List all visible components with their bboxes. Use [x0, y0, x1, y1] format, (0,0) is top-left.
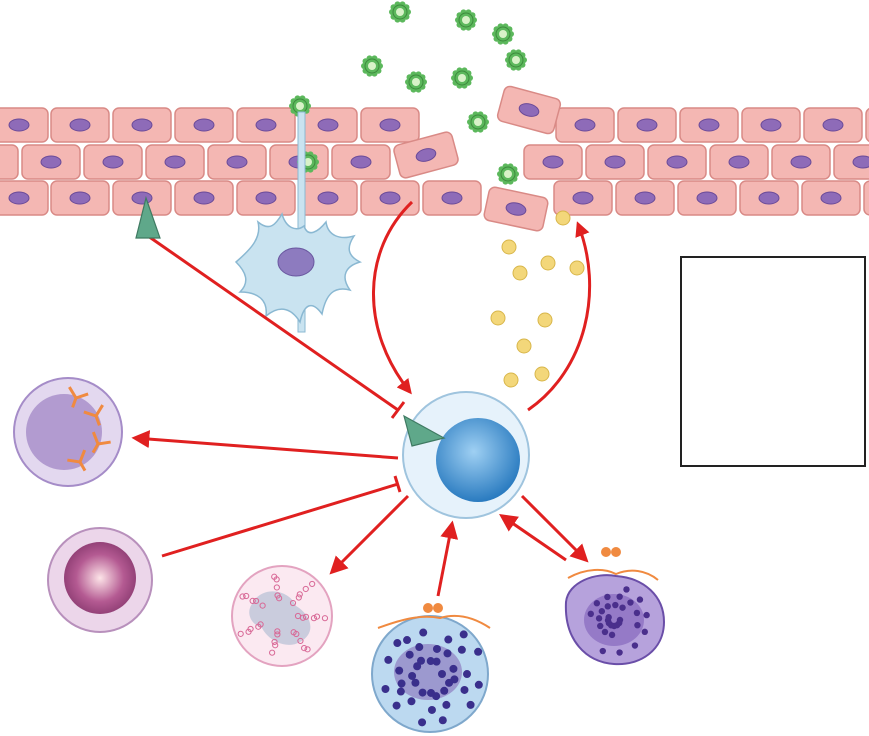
epithelial-cell-icon [615, 180, 675, 216]
epithelial-cell-icon [0, 107, 49, 143]
epithelial-cell-icon [112, 107, 172, 143]
epithelial-cell-icon [50, 180, 110, 216]
epithelial-cell-icon [483, 186, 549, 232]
epithelial-cell-icon [145, 144, 205, 180]
epithelial-cell-icon [360, 180, 420, 216]
receptor-triangle-icon [135, 195, 161, 239]
epithelial-cell-icon [174, 180, 234, 216]
epithelial-cell-icon [496, 85, 562, 135]
epithelial-cell-icon [739, 180, 799, 216]
epithelial-cell-icon [585, 144, 645, 180]
antigen-particle-icon [405, 71, 427, 93]
antigen-particle-icon [361, 55, 383, 77]
epithelial-cell-icon [331, 144, 391, 180]
antigen-particle-icon [389, 1, 411, 23]
epithelial-cell-icon [236, 107, 296, 143]
epithelial-cell-icon [679, 107, 739, 143]
epithelial-cell-icon [617, 107, 677, 143]
antibody-icon [83, 404, 104, 426]
cytokine-dot-icon [516, 338, 532, 354]
mast-cell-icon [564, 547, 666, 666]
epithelial-cell-icon [422, 180, 482, 216]
arrow-tcell-to-neutrophil [329, 494, 410, 575]
legend-text [682, 258, 864, 274]
antigen-particle-icon [467, 111, 489, 133]
antigen-particle-icon [289, 95, 311, 117]
cytokine-dot-icon [501, 239, 517, 255]
arrow-basophil-to-tcell [436, 520, 459, 597]
antigen-particle-icon [492, 23, 514, 45]
inhibit-plasma-to-tcell [161, 482, 399, 558]
arrow-mastcell-to-tcell [499, 513, 567, 562]
epithelial-cell-icon [0, 180, 49, 216]
epithelial-cell-icon [50, 107, 110, 143]
epithelial-cell-icon [865, 107, 869, 143]
epithelial-cell-icon [771, 144, 831, 180]
epithelial-cell-icon [207, 144, 267, 180]
antibody-icon [67, 449, 87, 472]
dendrite-process [297, 111, 306, 333]
epithelial-cell-icon [555, 107, 615, 143]
inhibit-epithelium-to-tcell [147, 234, 399, 412]
epithelial-cell-icon [236, 180, 296, 216]
antigen-particle-icon [497, 163, 519, 185]
arrows [131, 200, 591, 597]
epithelial-cell-icon [803, 107, 863, 143]
epithelial-cell-icon [863, 180, 869, 216]
cytokine-dot-icon [512, 265, 528, 281]
epithelial-cell-icon [523, 144, 583, 180]
antigen-particle-icon [451, 67, 473, 89]
b-cell-with-antibodies-icon [13, 377, 123, 487]
t-cell-icon [402, 391, 530, 519]
epithelial-cell-icon [709, 144, 769, 180]
epithelial-cell-icon [833, 144, 869, 180]
epithelial-cell-icon [647, 144, 707, 180]
epithelial-cell-icon [393, 131, 459, 179]
arrow-tcell-to-epithelium [527, 221, 591, 412]
cytokine-dot-icon [537, 312, 553, 328]
epithelium-layer [0, 85, 869, 232]
antigen-particle-icon [455, 9, 477, 31]
legend-box [680, 256, 866, 467]
cytokine-dot-icon [555, 210, 571, 226]
epithelial-cell-icon [112, 180, 172, 216]
antibody-icon [68, 386, 89, 408]
epithelial-cell-icon [677, 180, 737, 216]
arrow-tcell-to-bcell [131, 430, 399, 460]
cytokine-dot-icon [540, 255, 556, 271]
antibody-icon [91, 431, 111, 454]
epithelial-cell-icon [553, 180, 613, 216]
antigen-particle-icon [505, 49, 527, 71]
epithelial-cell-icon [298, 107, 358, 143]
basophil-icon [371, 603, 491, 733]
epithelial-cell-icon [298, 180, 358, 216]
epithelial-cell-icon [174, 107, 234, 143]
epithelial-cell-icon [741, 107, 801, 143]
epithelial-cell-icon [801, 180, 861, 216]
epithelial-cell-icon [360, 107, 420, 143]
arrow-tcell-to-mastcell [520, 494, 589, 563]
dendritic-cell-icon [234, 212, 363, 324]
cytokine-dot-icon [569, 260, 585, 276]
epithelial-cell-icon [21, 144, 81, 180]
inhibit-epithelium-to-tcell-bar [390, 401, 406, 419]
neutrophil-icon [231, 565, 333, 667]
cytokine-dot-icon [490, 310, 506, 326]
cytokine-dot-icon [534, 366, 550, 382]
cytokine-dot-icon [503, 372, 519, 388]
arrow-epithelium-to-tcell [372, 200, 414, 395]
inhibit-plasma-to-tcell-bar [393, 475, 402, 493]
epithelial-cell-icon [83, 144, 143, 180]
epithelial-cell-icon [0, 144, 19, 180]
plasma-cell-icon [47, 527, 153, 633]
